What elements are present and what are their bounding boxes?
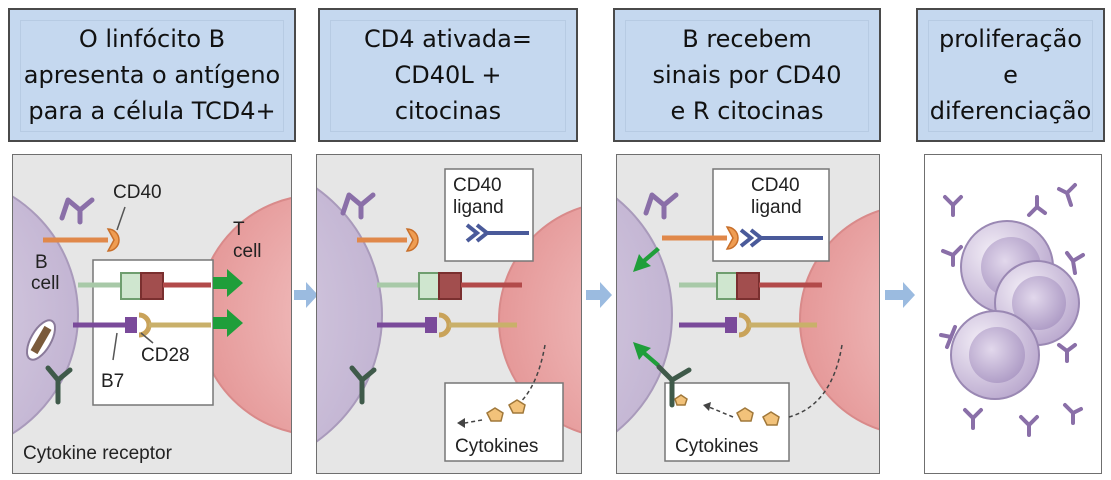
panel-step-2: CD40 ligand: [316, 154, 582, 474]
t-cell-label-1: T: [233, 219, 245, 240]
panel-step-1: CD40 B cell T cell CD28 B7 Cyt: [12, 154, 292, 474]
antigen-vesicle-icon: [26, 319, 56, 361]
green-arrow-icon: [213, 269, 243, 297]
mhc-tcr-complex-icon: [377, 272, 522, 300]
header-text: O linfócito B apresenta o antígeno para …: [23, 25, 281, 125]
header-step-4: proliferação e diferenciação: [916, 8, 1105, 142]
mhc-tcr-complex-icon: [679, 272, 822, 300]
b-cell: [617, 197, 673, 433]
header-step-1: O linfócito B apresenta o antígeno para …: [8, 8, 296, 142]
cd40-ligand-label-1: CD40: [453, 175, 502, 196]
cytokine-molecules-icon: [736, 407, 780, 426]
y-receptor-icon: [340, 192, 376, 220]
t-cell: [799, 209, 879, 431]
t-cell: [498, 206, 581, 434]
flow-arrow-icon: [294, 282, 318, 308]
panel-step-3: CD40 ligand: [616, 154, 880, 474]
cd40-receptor-icon: [357, 228, 419, 252]
cd40-ligand-label-1: CD40: [751, 175, 800, 196]
header-text: B recebem sinais por CD40 e R citocinas: [652, 25, 842, 125]
cytokines-label: Cytokines: [455, 436, 538, 457]
cytokine-molecule-icon: [674, 394, 688, 406]
panel-step-4: [924, 154, 1102, 474]
cytokine-receptor-label: Cytokine receptor: [23, 443, 173, 464]
cytokine-path-icon: [788, 344, 843, 418]
b-cell: [317, 187, 383, 443]
green-arrow-icon: [633, 247, 660, 272]
cd40-receptor-icon: [43, 206, 126, 252]
green-arrow-icon: [633, 342, 660, 367]
flow-arrow-icon: [586, 282, 612, 308]
b-cell-label-2: cell: [31, 273, 60, 294]
cd40-ligand-label-2: ligand: [453, 197, 504, 218]
y-receptor-icon: [643, 192, 679, 220]
green-arrow-icon: [213, 309, 243, 337]
cytokine-receptor-icon: [45, 365, 73, 405]
y-receptor-icon: [59, 197, 95, 225]
t-cell-label-2: cell: [233, 241, 262, 262]
b-cell-label-1: B: [35, 252, 48, 273]
header-step-3: B recebem sinais por CD40 e R citocinas: [613, 8, 881, 142]
cd40-ligand-box: [444, 168, 534, 262]
b7-cd28-complex-icon: [679, 312, 817, 338]
cd40-ligand-icon: [465, 223, 529, 243]
header-step-2: CD4 ativada= CD40L + citocinas: [318, 8, 578, 142]
mhc-tcr-complex-icon: [78, 272, 211, 300]
b7-label: B7: [101, 371, 124, 392]
b7-cd28-complex-icon: [377, 312, 517, 338]
cd28-label: CD28: [141, 345, 190, 366]
antibody-icons: [939, 183, 1085, 437]
header-text: CD4 ativada= CD40L + citocinas: [364, 25, 532, 125]
flow-arrow-icon: [885, 282, 915, 308]
cytokine-molecules-icon: [486, 399, 526, 422]
b-cell: [13, 195, 79, 435]
proliferating-b-cell: [950, 310, 1040, 400]
header-text: proliferação e diferenciação: [929, 25, 1092, 125]
cd40-label: CD40: [113, 182, 162, 203]
cd40-ligand-label-2: ligand: [751, 197, 802, 218]
cytokine-receptor-icon: [349, 365, 377, 405]
cd40-cd40l-complex-icon: [662, 226, 823, 250]
cytokines-label: Cytokines: [675, 436, 758, 457]
cytokine-receptor-bound-icon: [656, 364, 692, 408]
